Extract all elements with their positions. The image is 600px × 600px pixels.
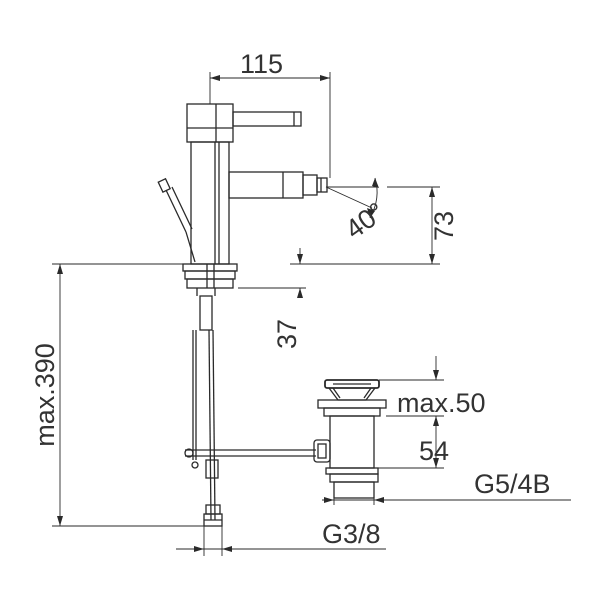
- faucet-body: [157, 103, 328, 289]
- linkage-joint: [313, 439, 331, 463]
- base-ring-mid: [184, 270, 236, 280]
- base-ring-bottom: [186, 278, 234, 289]
- label-max-50: max.50: [397, 388, 486, 418]
- faucet-cap: [186, 103, 234, 143]
- label-height-73: 73: [429, 211, 459, 241]
- waste-thread: [333, 481, 375, 499]
- label-height-54: 54: [419, 436, 449, 466]
- popup-knob: [157, 177, 172, 193]
- label-thread-supply: G3/8: [322, 519, 381, 549]
- label-max-390: max.390: [30, 343, 60, 447]
- label-height-37: 37: [272, 319, 302, 349]
- label-thread-waste: G5/4B: [474, 469, 551, 499]
- waste-plug: [324, 379, 380, 389]
- label-width-115: 115: [240, 49, 283, 79]
- waste-body: [329, 415, 375, 469]
- label-angle-40: 40°: [340, 197, 391, 245]
- supply-hoses: [184, 288, 316, 527]
- popup-waste: [313, 379, 387, 499]
- waste-flange: [317, 399, 387, 409]
- lever-handle: [232, 111, 302, 127]
- dimensions: [52, 72, 571, 556]
- dimension-labels: 115 40° 73 37 max.390 max.50 54 G5/4B G3…: [30, 49, 551, 549]
- faucet-column: [190, 141, 230, 265]
- base-ring-top: [182, 263, 238, 272]
- mounting-nut: [199, 295, 213, 331]
- spray-nozzle: [302, 174, 318, 196]
- faucet-spout: [228, 171, 304, 199]
